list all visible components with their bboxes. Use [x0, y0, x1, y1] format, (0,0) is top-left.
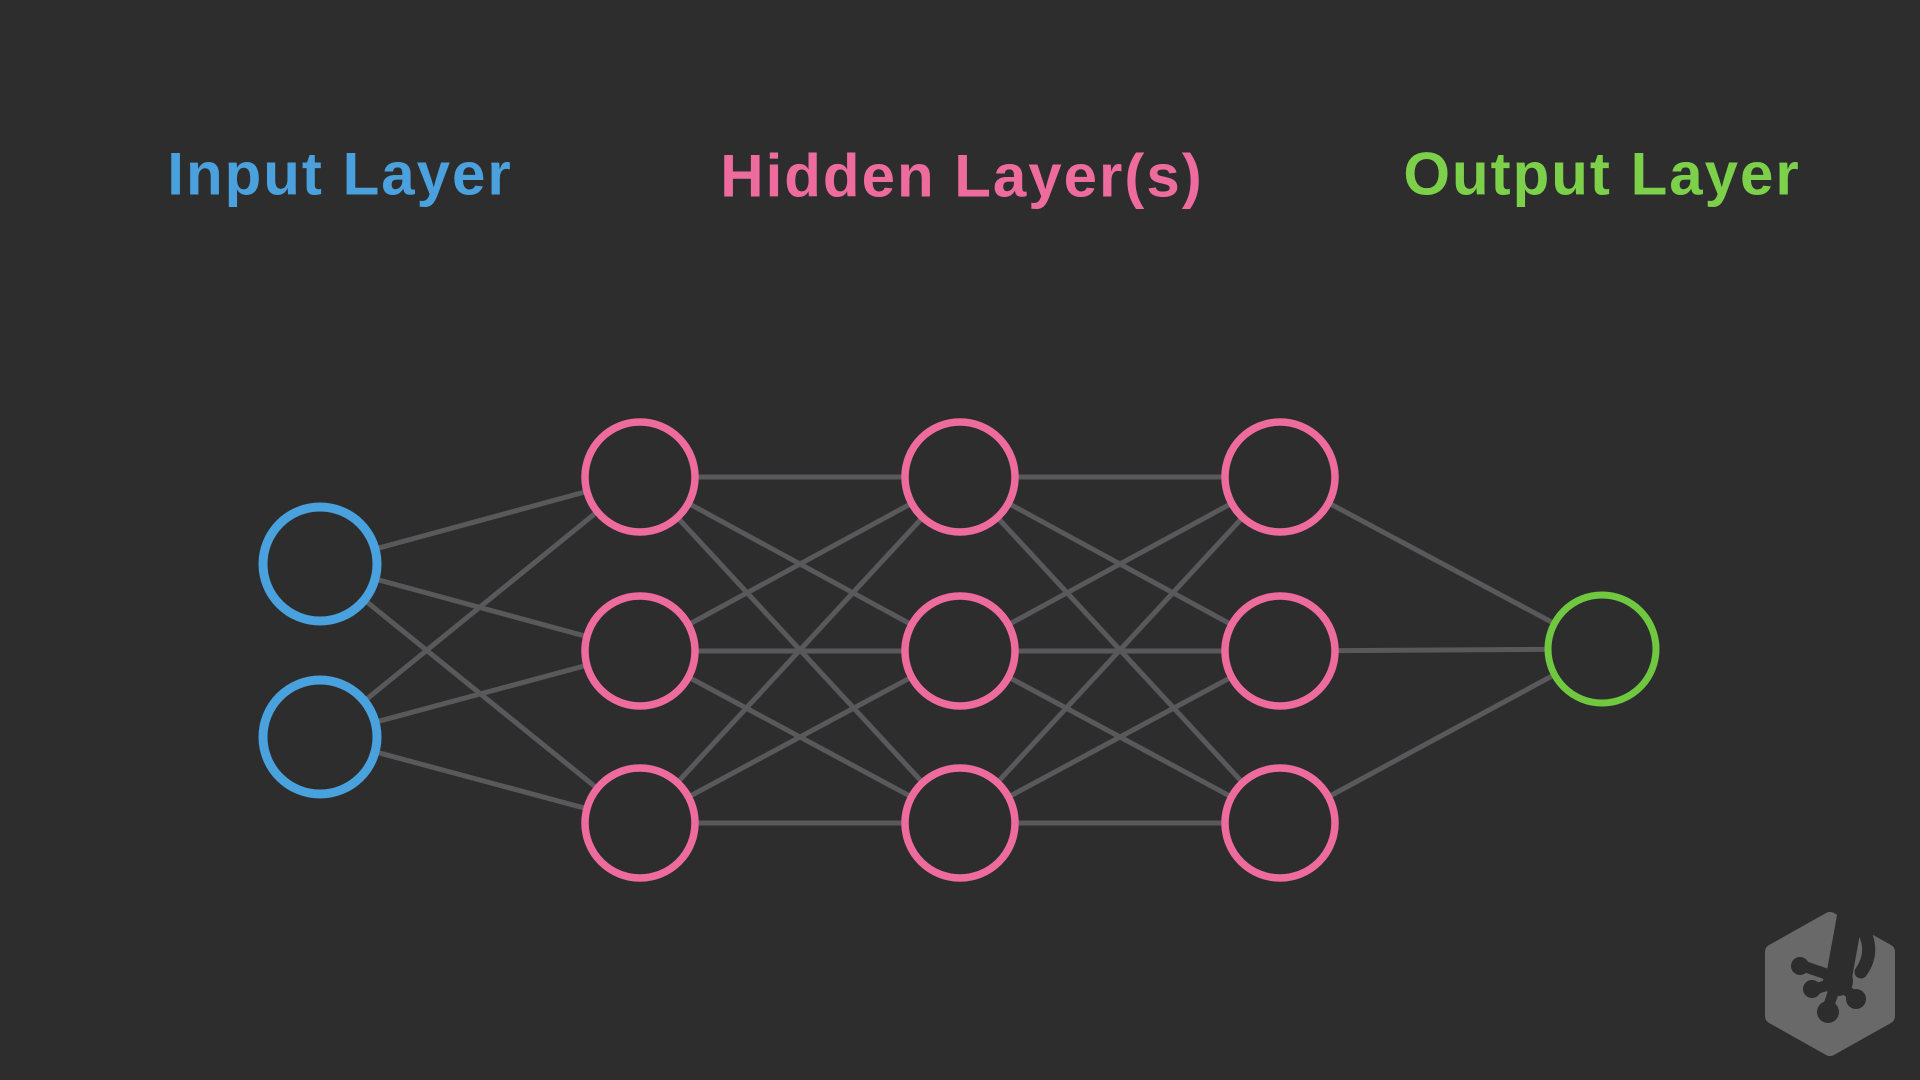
node-hidden-3-2 [1221, 592, 1339, 710]
logo-frog-foot-finger-1 [1797, 960, 1844, 984]
node-hidden-2-2 [901, 592, 1019, 710]
edge-hidden-1-2-to-hidden-2-1 [638, 648, 962, 826]
logo-frog-foot-pad-1 [1791, 957, 1809, 975]
node-hidden-2-3 [901, 764, 1019, 882]
node-output-1 [1544, 591, 1660, 707]
input-layer-label: Input Layer [167, 140, 513, 208]
edge-hidden-1-2-to-hidden-2-0 [638, 475, 962, 825]
edge-hidden-3-2-to-output-0 [1278, 646, 1604, 826]
node-hidden-1-3 [581, 764, 699, 882]
logo-frog-foot-fork [1853, 917, 1876, 979]
node-hidden-3-3 [1221, 764, 1339, 882]
edge-hidden-2-2-to-hidden-3-1 [958, 648, 1282, 826]
edge-hidden-3-0-to-output-0 [1278, 474, 1604, 652]
treehouse-logo [1765, 897, 1895, 1056]
node-hidden-3-1 [1221, 418, 1339, 536]
logo-frog-foot-pad-3 [1817, 1001, 1839, 1023]
node-input-2 [258, 675, 382, 799]
edge-input-1-to-hidden-1-0 [318, 475, 642, 739]
output-layer-label: Output Layer [1403, 140, 1801, 208]
logo-frog-foot-pad-4 [1846, 989, 1866, 1009]
node-hidden-2-1 [901, 418, 1019, 536]
node-input-1 [258, 502, 382, 626]
logo-frog-foot-pad-2 [1803, 980, 1821, 998]
node-hidden-1-2 [581, 592, 699, 710]
edge-hidden-2-1-to-hidden-3-0 [958, 474, 1282, 654]
hidden-layer-label: Hidden Layer(s) [720, 142, 1204, 210]
edge-hidden-1-1-to-hidden-2-0 [638, 474, 962, 654]
edge-hidden-2-2-to-hidden-3-0 [958, 475, 1282, 825]
nodes-group [258, 418, 1660, 882]
node-hidden-1-1 [581, 418, 699, 536]
